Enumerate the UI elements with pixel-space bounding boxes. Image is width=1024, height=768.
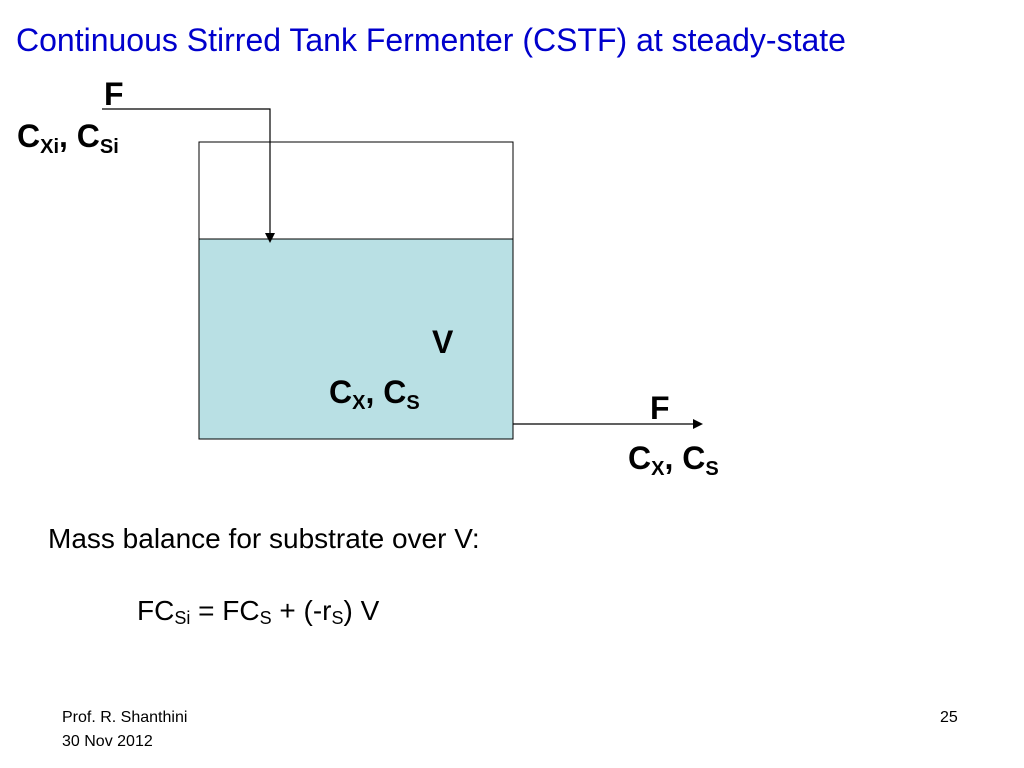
mass-balance-equation: FCSi = FCS + (-rS) V	[137, 595, 380, 628]
outlet-cx: CX	[628, 440, 665, 480]
outlet-flow-label: F	[650, 390, 670, 426]
tank-concentrations: CX, CS	[329, 374, 420, 414]
mass-balance-heading: Mass balance for substrate over V:	[48, 523, 480, 554]
footer-date: 30 Nov 2012	[62, 733, 153, 750]
slide-title: Continuous Stirred Tank Fermenter (CSTF)…	[16, 22, 846, 58]
inlet-stream-line	[102, 108, 275, 243]
inlet-cx: CXi	[17, 118, 60, 158]
tank-volume-label: V	[432, 324, 454, 360]
inlet-flow-label: F	[104, 76, 124, 112]
outlet-cs: CS	[682, 440, 719, 480]
inlet-cs: CSi	[76, 118, 119, 158]
footer-author: Prof. R. Shanthini	[62, 709, 188, 726]
inlet-concentrations: CXi, CSi	[17, 118, 119, 158]
tank-cs: CS	[383, 374, 420, 414]
page-number: 25	[940, 709, 958, 726]
tank-cx: CX	[329, 374, 366, 414]
tank-liquid	[198, 238, 514, 440]
outlet-concentrations: CX, CS	[628, 440, 719, 480]
